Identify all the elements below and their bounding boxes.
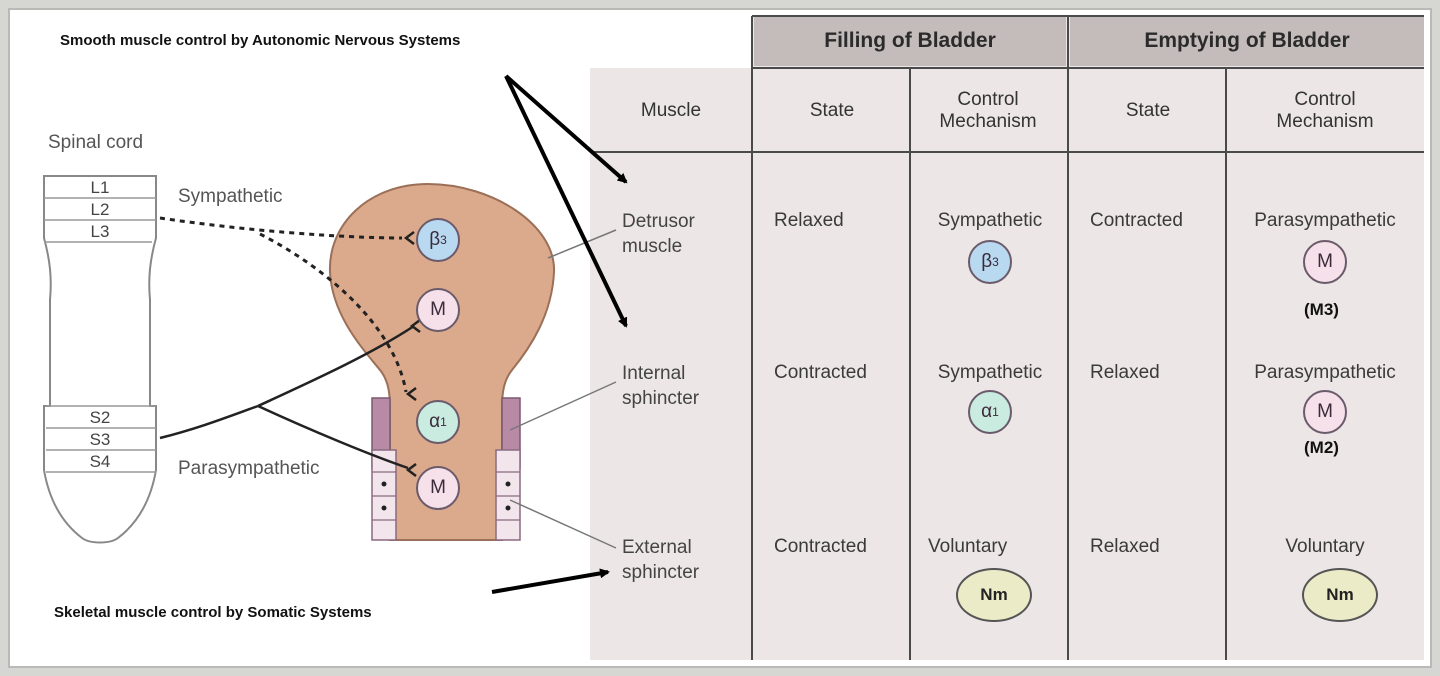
emptying-header: Emptying of Bladder <box>1070 16 1424 66</box>
external-sphincter-left <box>371 449 397 541</box>
row1-fill-state: Relaxed <box>774 210 844 231</box>
filling-state-header: State <box>809 100 855 122</box>
detrusor-muscle-label: Detrusor muscle <box>622 211 695 257</box>
m2-note: (M2) <box>1304 438 1339 457</box>
spinal-cord-shape <box>43 175 157 544</box>
row2-fill-state: Contracted <box>774 362 867 383</box>
figure-frame: Filling of Bladder Emptying of Bladder M… <box>8 8 1432 668</box>
emptying-state-header: State <box>1125 100 1171 122</box>
somatic-annotation: Skeletal muscle control by Somatic Syste… <box>54 604 372 621</box>
muscle-header: Muscle <box>640 100 702 122</box>
diagram-m-receptor-detrusor: M <box>416 288 460 332</box>
row3-fill-state: Contracted <box>774 536 867 557</box>
nicotinic-receptor-badge-filling: Nm <box>956 568 1032 622</box>
table-body-bg <box>752 16 1424 660</box>
muscle-column-bg <box>590 68 752 660</box>
parasympathetic-fiber-m <box>257 324 415 408</box>
anatomy-diagram <box>43 74 628 594</box>
segment-s3: S3 <box>89 430 111 449</box>
row3-fill-control: Voluntary <box>928 536 1008 557</box>
external-sphincter-right <box>495 449 521 541</box>
row1-fill-control: Sympathetic <box>937 210 1043 231</box>
emptying-control-header: Control Mechanism <box>1276 89 1374 132</box>
segment-l1: L1 <box>90 178 110 197</box>
m3-receptor-badge: M <box>1303 240 1347 284</box>
arrow-to-external-sphincter <box>491 568 610 594</box>
row2-empty-state: Relaxed <box>1090 362 1160 383</box>
row1-empty-control: Parasympathetic <box>1254 210 1396 231</box>
row2-empty-control: Parasympathetic <box>1254 362 1396 383</box>
table-grid <box>590 15 1424 660</box>
row3-empty-control: Voluntary <box>1285 536 1365 557</box>
segment-s4: S4 <box>89 452 111 471</box>
sympathetic-fiber-beta <box>159 216 403 240</box>
internal-sphincter-label: Internal sphincter <box>622 363 700 409</box>
parasympathetic-trunk <box>159 404 259 440</box>
nicotinic-receptor-badge-emptying: Nm <box>1302 568 1378 622</box>
spinal-cord-label: Spinal cord <box>48 132 144 153</box>
m3-note: (M3) <box>1304 300 1339 319</box>
filling-header: Filling of Bladder <box>754 16 1066 66</box>
parasympathetic-fiber-m2 <box>257 404 409 470</box>
segment-l2: L2 <box>90 200 110 219</box>
arrow-to-internal-sphincter <box>504 75 628 328</box>
external-sphincter-label: External sphincter <box>622 537 700 583</box>
row3-empty-state: Relaxed <box>1090 536 1160 557</box>
segment-s2: S2 <box>89 408 111 427</box>
autonomic-annotation: Smooth muscle control by Autonomic Nervo… <box>60 32 461 49</box>
filling-control-header: Control Mechanism <box>939 89 1037 132</box>
row2-fill-control: Sympathetic <box>937 362 1043 383</box>
sympathetic-label: Sympathetic <box>178 186 283 207</box>
arrow-to-detrusor <box>504 74 628 184</box>
diagram-m-receptor-sphincter: M <box>416 466 460 510</box>
m2-receptor-badge: M <box>1303 390 1347 434</box>
parasympathetic-label: Parasympathetic <box>178 458 320 479</box>
row1-empty-state: Contracted <box>1090 210 1183 231</box>
segment-l3: L3 <box>90 222 110 241</box>
